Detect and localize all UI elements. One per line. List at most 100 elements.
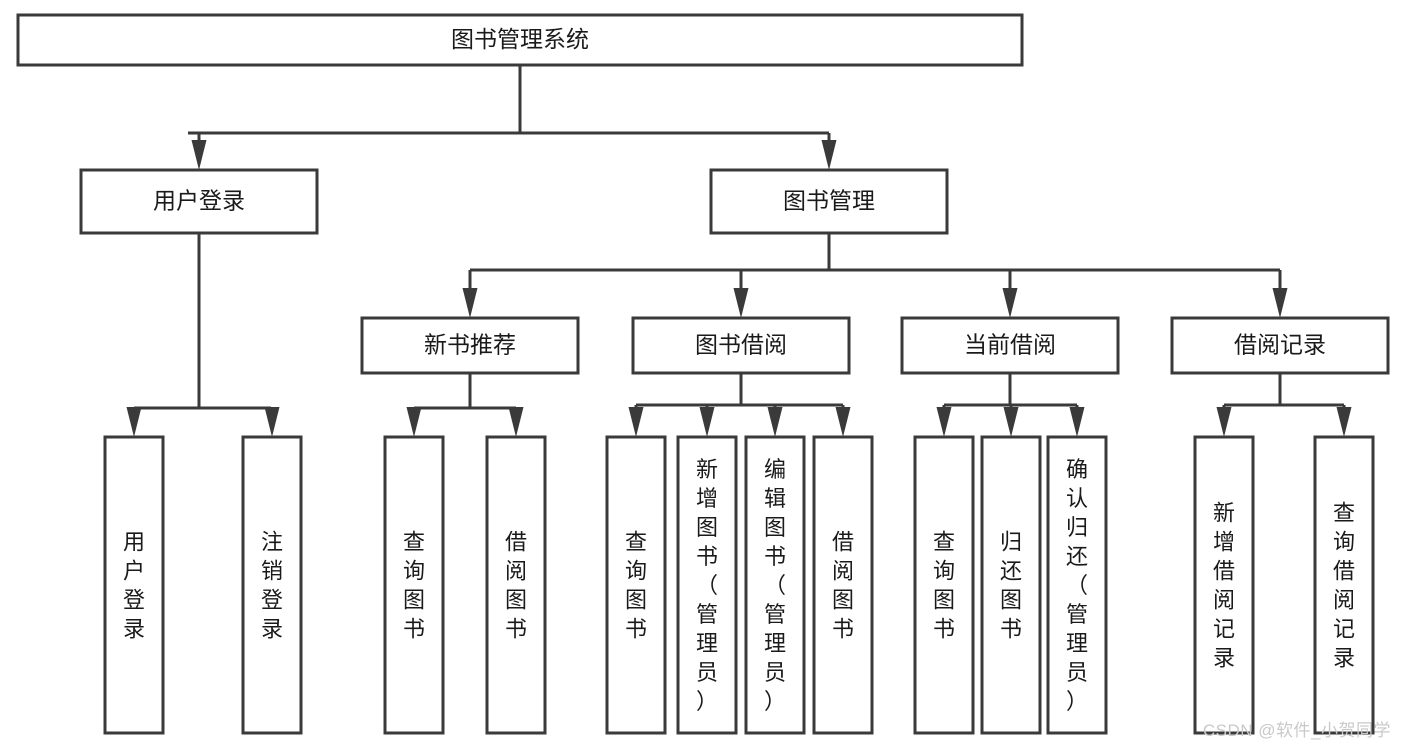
connector-bus-borrow-record [1224, 373, 1344, 407]
edge-to-user-login [191, 133, 207, 170]
node-box[interactable] [103, 435, 165, 735]
node-book-borrow[interactable]: 图书借阅 [631, 316, 851, 375]
node-box[interactable] [980, 435, 1042, 735]
node-label: 借阅图书 [832, 530, 854, 642]
edge-to-book-borrow [733, 270, 749, 318]
connector-bus-user-login [134, 233, 271, 410]
arrow-head-icon [767, 407, 783, 437]
node-box[interactable] [485, 435, 547, 735]
node-leaf-cur-confirm[interactable]: 确认归还（管理员） [1046, 435, 1108, 735]
node-label: 查询图书 [403, 530, 425, 642]
node-leaf-borrow-lend[interactable]: 借阅图书 [812, 435, 874, 735]
node-label: 编辑图书（管理员） [764, 457, 786, 714]
node-label: 借阅图书 [505, 530, 527, 642]
edge-to-leaf-user-login [126, 407, 142, 437]
node-leaf-borrow-query[interactable]: 查询图书 [605, 435, 667, 735]
node-box[interactable] [709, 168, 949, 235]
arrow-head-icon [1003, 407, 1019, 437]
node-label: 注销登录 [261, 530, 283, 642]
node-label: 用户登录 [153, 188, 245, 214]
arrow-head-icon [406, 407, 422, 437]
node-label: 归还图书 [1000, 530, 1022, 642]
edge-to-current-borrow [1002, 270, 1018, 318]
node-leaf-rec-search[interactable]: 查询借阅记录 [1313, 435, 1375, 735]
node-label: 查询图书 [625, 530, 647, 642]
node-box[interactable] [605, 435, 667, 735]
arrow-head-icon [821, 140, 837, 170]
arrow-head-icon [699, 407, 715, 437]
node-leaf-rec-add[interactable]: 新增借阅记录 [1193, 435, 1255, 735]
node-box[interactable] [1046, 435, 1108, 735]
node-box[interactable] [1170, 316, 1390, 375]
node-borrow-record[interactable]: 借阅记录 [1170, 316, 1390, 375]
edge-to-leaf-rec-query [406, 407, 422, 437]
node-box[interactable] [383, 435, 445, 735]
node-label: 新书推荐 [424, 332, 516, 358]
edge-to-leaf-cur-return [1003, 405, 1019, 437]
edge-to-leaf-rec-borrow [508, 407, 524, 437]
connector-bus-current-borrow [944, 373, 1077, 407]
node-label: 当前借阅 [964, 332, 1056, 358]
arrow-head-icon [1069, 407, 1085, 437]
connector-bus-root [188, 65, 829, 135]
arrow-head-icon [1002, 288, 1018, 318]
node-leaf-borrow-add[interactable]: 新增图书（管理员） [676, 435, 738, 735]
node-box[interactable] [241, 435, 303, 735]
csdn-watermark: CSDN @软件_小贺同学 [1202, 721, 1391, 740]
node-leaf-cur-query[interactable]: 查询图书 [913, 435, 975, 735]
node-leaf-user-login[interactable]: 用户登录 [103, 435, 165, 735]
node-label: 借阅记录 [1234, 332, 1326, 358]
node-leaf-rec-query[interactable]: 查询图书 [383, 435, 445, 735]
node-label: 查询借阅记录 [1333, 501, 1355, 671]
node-label: 新增借阅记录 [1213, 501, 1235, 671]
node-box[interactable] [16, 13, 1024, 67]
arrow-head-icon [264, 407, 280, 437]
arrow-head-icon [1272, 288, 1288, 318]
node-leaf-cur-return[interactable]: 归还图书 [980, 435, 1042, 735]
arrow-head-icon [462, 288, 478, 318]
node-box[interactable] [913, 435, 975, 735]
edge-to-leaf-borrow-query [628, 405, 644, 437]
boxes-layer: 图书管理系统用户登录图书管理新书推荐图书借阅当前借阅借阅记录用户登录注销登录查询… [16, 13, 1390, 735]
node-current-borrow[interactable]: 当前借阅 [900, 316, 1120, 375]
edge-to-leaf-rec-search [1336, 405, 1352, 437]
edge-to-leaf-user-logout [264, 407, 280, 437]
arrow-head-icon [508, 407, 524, 437]
node-box[interactable] [812, 435, 874, 735]
edge-to-leaf-rec-add [1216, 405, 1232, 437]
arrow-head-icon [835, 407, 851, 437]
connector-bus-new-book-rec [414, 373, 516, 410]
node-label: 查询图书 [933, 530, 955, 642]
node-book-manage[interactable]: 图书管理 [709, 168, 949, 235]
node-label: 图书管理系统 [451, 26, 589, 52]
node-new-book-rec[interactable]: 新书推荐 [360, 316, 580, 375]
node-leaf-borrow-edit[interactable]: 编辑图书（管理员） [744, 435, 806, 735]
node-box[interactable] [1193, 435, 1255, 735]
node-leaf-user-logout[interactable]: 注销登录 [241, 435, 303, 735]
edge-to-new-book-rec [462, 270, 478, 318]
node-label: 图书借阅 [695, 332, 787, 358]
arrow-head-icon [936, 407, 952, 437]
arrow-head-icon [191, 140, 207, 170]
node-box[interactable] [360, 316, 580, 375]
arrow-head-icon [628, 407, 644, 437]
node-leaf-rec-borrow[interactable]: 借阅图书 [485, 435, 547, 735]
node-box[interactable] [1313, 435, 1375, 735]
connectors-layer [126, 65, 1352, 437]
node-box[interactable] [744, 435, 806, 735]
node-user-login[interactable]: 用户登录 [79, 168, 319, 235]
arrow-head-icon [1216, 407, 1232, 437]
node-root[interactable]: 图书管理系统 [16, 13, 1024, 67]
edge-to-leaf-cur-confirm [1069, 405, 1085, 437]
node-box[interactable] [631, 316, 851, 375]
node-box[interactable] [79, 168, 319, 235]
connector-bus-book-borrow [636, 373, 843, 407]
edge-to-leaf-borrow-add [699, 405, 715, 437]
node-box[interactable] [676, 435, 738, 735]
edge-to-leaf-cur-query [936, 405, 952, 437]
edge-to-book-manage [821, 133, 837, 170]
node-box[interactable] [900, 316, 1120, 375]
node-label: 图书管理 [783, 188, 875, 214]
